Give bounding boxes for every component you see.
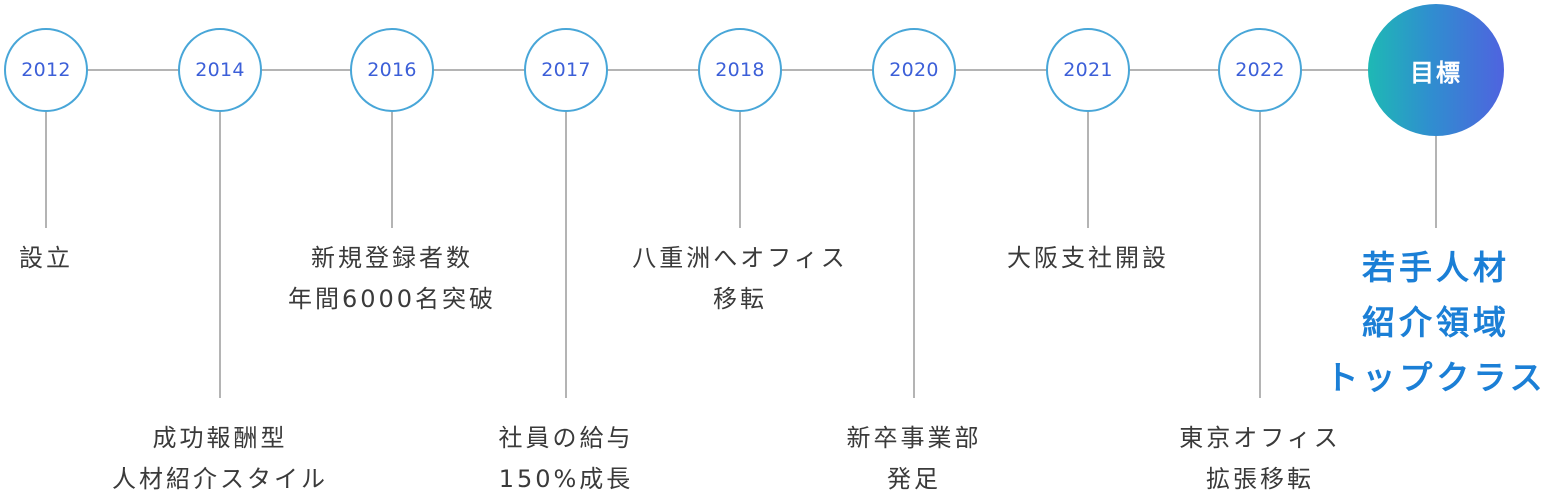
- year-label: 2022: [1235, 59, 1285, 81]
- connector-line: [391, 112, 393, 228]
- connector-line: [1259, 112, 1261, 398]
- year-circle: 2021: [1046, 28, 1130, 112]
- milestone-text: 成功報酬型人材紹介スタイル: [50, 418, 390, 500]
- year-circle: 2020: [872, 28, 956, 112]
- year-label: 2018: [715, 59, 765, 81]
- milestone-text: 設立: [0, 238, 216, 279]
- milestone-text: 八重洲へオフィス移転: [570, 238, 910, 320]
- year-label: 2020: [889, 59, 939, 81]
- milestone-text-line: 大阪支社開設: [1007, 244, 1169, 272]
- milestone-text-line: 設立: [19, 244, 73, 272]
- year-circle: 2017: [524, 28, 608, 112]
- milestone-text-line: 成功報酬型: [152, 424, 288, 452]
- milestone-text-line: 拡張移転: [1206, 465, 1314, 493]
- year-label: 2021: [1063, 59, 1113, 81]
- year-label: 2014: [195, 59, 245, 81]
- milestone-text: 新卒事業部発足: [744, 418, 1084, 500]
- year-circle: 2014: [178, 28, 262, 112]
- connector-line: [45, 112, 47, 228]
- milestone-text-line: 人材紹介スタイル: [112, 465, 328, 493]
- year-label: 2017: [541, 59, 591, 81]
- goal-text-line: 紹介領域: [1362, 303, 1510, 342]
- milestone-text-line: 新規登録者数: [311, 244, 473, 272]
- goal-text-line: 若手人材: [1362, 248, 1510, 287]
- milestone-text: 新規登録者数年間6000名突破: [222, 238, 562, 320]
- goal-circle: 目標: [1368, 4, 1504, 136]
- goal-text-line: トップクラス: [1325, 358, 1547, 397]
- year-label: 2012: [21, 59, 71, 81]
- connector-line: [1087, 112, 1089, 228]
- milestone-text-line: 新卒事業部: [846, 424, 982, 452]
- year-circle: 2022: [1218, 28, 1302, 112]
- milestone-text-line: 東京オフィス: [1179, 424, 1341, 452]
- connector-line: [913, 112, 915, 398]
- milestone-text-line: 移転: [713, 285, 767, 313]
- year-label: 2016: [367, 59, 417, 81]
- connector-line: [565, 112, 567, 398]
- milestone-text-line: 八重洲へオフィス: [632, 244, 848, 272]
- milestone-text-line: 社員の給与: [498, 424, 634, 452]
- connector-line: [219, 112, 221, 398]
- connector-line: [1435, 136, 1437, 228]
- year-circle: 2018: [698, 28, 782, 112]
- milestone-text: 東京オフィス拡張移転: [1090, 418, 1430, 500]
- milestone-text: 社員の給与 150%成長: [396, 418, 736, 500]
- year-circle: 2012: [4, 28, 88, 112]
- milestone-text: 大阪支社開設: [918, 238, 1258, 279]
- connector-line: [739, 112, 741, 228]
- goal-label: 目標: [1410, 58, 1462, 87]
- goal-text: 若手人材紹介領域トップクラス: [1266, 240, 1558, 405]
- milestone-text-line: 150%成長: [498, 465, 634, 493]
- year-circle: 2016: [350, 28, 434, 112]
- milestone-text-line: 発足: [887, 465, 941, 493]
- milestone-text-line: 年間6000名突破: [287, 285, 497, 313]
